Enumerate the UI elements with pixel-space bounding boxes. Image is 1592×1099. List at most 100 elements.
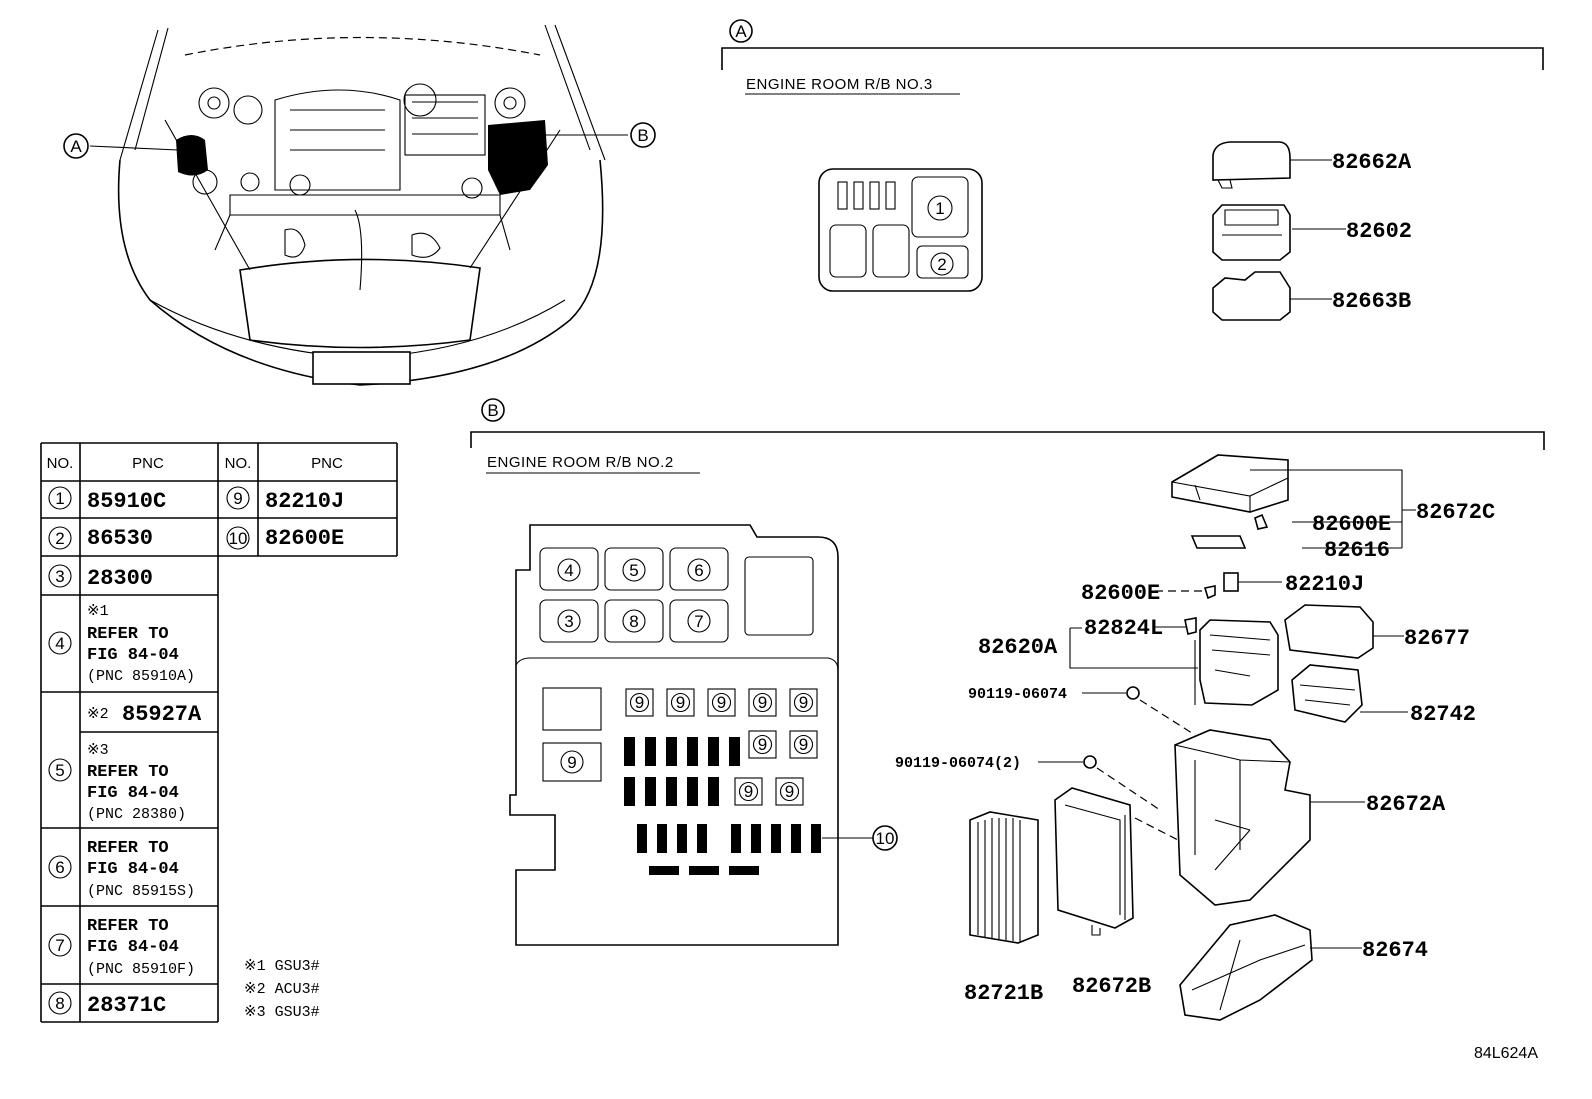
part-82600e-upper: 82600E (1312, 512, 1391, 537)
relay-slot-9-ring (793, 734, 814, 755)
table-row-number: 9 (233, 489, 242, 508)
table-row-number-ring (48, 526, 72, 550)
slot-3: 3 (564, 612, 573, 631)
relay-slot-9-label: 9 (676, 693, 685, 712)
table-row-4-line2: FIG 84-04 (87, 646, 179, 665)
slot-2: 2 (937, 255, 946, 274)
part-82677: 82677 (1404, 626, 1470, 651)
table-row-number-ring (226, 526, 250, 550)
relay-box-no3 (818, 168, 983, 292)
table-row-1-pnc: 85910C (87, 489, 166, 514)
callout-a-label: A (70, 137, 82, 156)
relay-slot-9-ring (629, 692, 650, 713)
section-b-letter: B (487, 401, 498, 420)
part-82742: 82742 (1410, 702, 1476, 727)
table-row-number: 6 (55, 858, 64, 877)
header-pnc: PNC (132, 455, 164, 472)
relay-slot-9 (775, 777, 804, 806)
part-82672c: 82672C (1416, 500, 1495, 525)
relay-slot-9-label: 9 (717, 693, 726, 712)
exploded-parts (969, 454, 1416, 1021)
table-row-number: 10 (229, 529, 248, 548)
relay-slot-9 (789, 730, 818, 759)
relay-slot-9 (666, 688, 695, 717)
header-no-right: NO. (225, 455, 252, 472)
slot-7: 7 (694, 612, 703, 631)
table-row-6-line1: REFER TO (87, 839, 169, 858)
table-row-number: 1 (55, 489, 64, 508)
slot-8: 8 (629, 612, 638, 631)
relay-slot-9-label: 9 (744, 782, 753, 801)
table-row-number-ring (48, 631, 72, 655)
table-row-8-pnc: 28371C (87, 993, 166, 1018)
table-row-number: 8 (55, 994, 64, 1013)
table-row-4-mark: ※1 (87, 603, 109, 620)
table-row-7-sub: (PNC 85910F) (87, 961, 195, 978)
slot-4: 4 (564, 561, 573, 580)
relay-slot-9-label: 9 (799, 735, 808, 754)
part-82662a: 82662A (1332, 150, 1412, 175)
part-82663b: 82663B (1332, 289, 1411, 314)
part-82602: 82602 (1346, 219, 1412, 244)
footnotes: ※1 GSU3# ※2 ACU3# ※3 GSU3# (244, 958, 320, 1021)
slot-10-callout: 10 (876, 829, 895, 848)
top-slot-grid: 4 5 6 3 8 7 (539, 547, 814, 643)
table-row-9-pnc: 82210J (265, 489, 344, 514)
part-82824l: 82824L (1084, 616, 1163, 641)
relay-slot-9-ring (752, 692, 773, 713)
table-row-7-line2: FIG 84-04 (87, 938, 179, 957)
relay-box-no2 (509, 524, 839, 946)
relay-slot-9 (748, 688, 777, 717)
note-1: ※1 GSU3# (244, 958, 320, 975)
table-row-number: 3 (55, 567, 64, 586)
section-b-marker (481, 398, 505, 422)
relay-slot-9-ring (711, 692, 732, 713)
table-row-5-sub: (PNC 28380) (87, 806, 186, 823)
table-row-6-sub: (PNC 85915S) (87, 883, 195, 900)
header-pnc-right: PNC (311, 455, 343, 472)
table-row-3-pnc: 28300 (87, 566, 153, 591)
table-row-6-line2: FIG 84-04 (87, 860, 179, 879)
slot-6: 6 (694, 561, 703, 580)
table-row-number: 5 (55, 761, 64, 780)
part-82674: 82674 (1362, 938, 1428, 963)
relay-82602 (1212, 204, 1291, 261)
table-row-5-line2: FIG 84-04 (87, 784, 179, 803)
table-row-10-pnc: 82600E (265, 526, 344, 551)
table-row-5-line1: REFER TO (87, 763, 169, 782)
table-row-4-line1: REFER TO (87, 625, 169, 644)
table-row-number: 4 (55, 634, 64, 653)
table-row-number-ring (226, 486, 250, 510)
section-a: A ENGINE ROOM R/B NO.3 1 2 82662A 82602 … (721, 19, 1544, 321)
engine-bay-illustration: A B (63, 24, 656, 386)
callout-a-marker (63, 133, 89, 159)
part-82721b: 82721B (964, 981, 1043, 1006)
relay-slot-9 (789, 688, 818, 717)
part-82600e-lower: 82600E (1081, 581, 1160, 606)
section-a-title: ENGINE ROOM R/B NO.3 (746, 76, 933, 93)
table-row-5-mark-b: ※3 (87, 742, 109, 759)
relay-slot-9-ring (738, 781, 759, 802)
relay-slot-9 (734, 777, 763, 806)
relay-slot-9-label: 9 (758, 735, 767, 754)
part-82620a: 82620A (978, 635, 1058, 660)
relay-slot-9-label: 9 (635, 693, 644, 712)
relay-slot-9-label: 9 (785, 782, 794, 801)
table-row-number-ring (48, 486, 72, 510)
table-row-7-line1: REFER TO (87, 917, 169, 936)
relay-slot-9-label: 9 (799, 693, 808, 712)
slot-9-side: 9 (567, 753, 576, 772)
figure-code: 84L624A (1474, 1045, 1538, 1062)
header-no: NO. (47, 455, 74, 472)
part-82672a: 82672A (1366, 792, 1446, 817)
table-row-number-ring (48, 564, 72, 588)
table-row-number: 7 (55, 936, 64, 955)
relay-slot-9 (748, 730, 777, 759)
table-row-5-pnc-a: 85927A (122, 702, 202, 727)
table-row-number-ring (48, 933, 72, 957)
slot-5: 5 (629, 561, 638, 580)
table-row-number-ring (48, 991, 72, 1015)
